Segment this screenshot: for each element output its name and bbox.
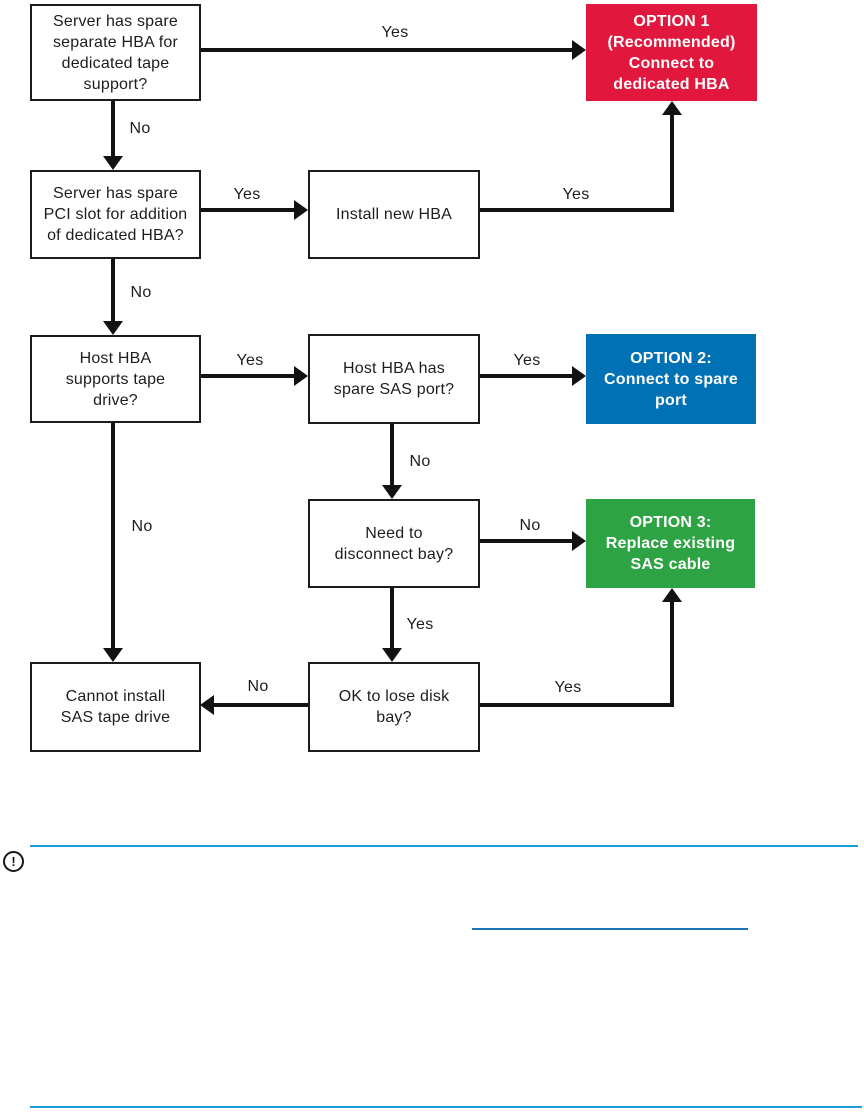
important-exclamation-circle-icon: ! bbox=[3, 851, 24, 872]
footer-divider bbox=[30, 1106, 862, 1108]
flow-node-ok-lose-disk-bay: OK to lose disk bay? bbox=[308, 662, 480, 752]
edge-label: Yes bbox=[554, 679, 582, 696]
edge-label: Yes bbox=[381, 24, 409, 41]
edge-line bbox=[480, 539, 572, 543]
edge-line bbox=[201, 374, 294, 378]
arrowhead-right-icon bbox=[572, 531, 586, 551]
edge-line bbox=[201, 208, 294, 212]
edge-label: No bbox=[247, 678, 269, 695]
exclamation-glyph: ! bbox=[11, 854, 16, 869]
edge-line bbox=[111, 101, 115, 156]
arrowhead-down-icon bbox=[103, 648, 123, 662]
flow-node-spare-dedicated-hba: Server has spare separate HBA for dedica… bbox=[30, 4, 201, 101]
edge-label: No bbox=[519, 517, 541, 534]
flow-node-cannot-install: Cannot install SAS tape drive bbox=[30, 662, 201, 752]
flow-node-spare-pci-slot: Server has spare PCI slot for addition o… bbox=[30, 170, 201, 259]
edge-line bbox=[111, 423, 115, 648]
arrowhead-down-icon bbox=[103, 321, 123, 335]
edge-line bbox=[480, 374, 572, 378]
flow-node-hba-spare-sas-port: Host HBA has spare SAS port? bbox=[308, 334, 480, 424]
arrowhead-down-icon bbox=[382, 485, 402, 499]
edge-label: Yes bbox=[562, 186, 590, 203]
edge-line bbox=[201, 48, 572, 52]
arrowhead-right-icon bbox=[294, 366, 308, 386]
section-divider bbox=[30, 845, 858, 847]
arrowhead-up-icon bbox=[662, 588, 682, 602]
edge-label: No bbox=[130, 284, 152, 301]
flow-node-need-disconnect-bay: Need to disconnect bay? bbox=[308, 499, 480, 588]
edge-line bbox=[480, 703, 674, 707]
arrowhead-right-icon bbox=[572, 40, 586, 60]
arrowhead-left-icon bbox=[200, 695, 214, 715]
edge-line bbox=[390, 588, 394, 648]
flow-node-hba-supports-tape: Host HBA supports tape drive? bbox=[30, 335, 201, 423]
edge-line bbox=[480, 208, 674, 212]
edge-label: Yes bbox=[406, 616, 434, 633]
arrowhead-down-icon bbox=[382, 648, 402, 662]
arrowhead-up-icon bbox=[662, 101, 682, 115]
edge-label: No bbox=[409, 453, 431, 470]
hyperlink-underline[interactable] bbox=[472, 928, 748, 930]
edge-line bbox=[670, 602, 674, 707]
edge-line bbox=[214, 703, 308, 707]
arrowhead-right-icon bbox=[294, 200, 308, 220]
arrowhead-down-icon bbox=[103, 156, 123, 170]
edge-line bbox=[670, 115, 674, 212]
edge-line bbox=[390, 424, 394, 485]
edge-line bbox=[111, 259, 115, 321]
edge-label: Yes bbox=[233, 186, 261, 203]
edge-label: No bbox=[131, 518, 153, 535]
flow-node-option-3: OPTION 3: Replace existing SAS cable bbox=[586, 499, 755, 588]
arrowhead-right-icon bbox=[572, 366, 586, 386]
flow-node-option-2: OPTION 2: Connect to spare port bbox=[586, 334, 756, 424]
edge-label: Yes bbox=[236, 352, 264, 369]
edge-label: Yes bbox=[513, 352, 541, 369]
flow-node-option-1: OPTION 1 (Recommended) Connect to dedica… bbox=[586, 4, 757, 101]
edge-label: No bbox=[129, 120, 151, 137]
flow-node-install-new-hba: Install new HBA bbox=[308, 170, 480, 259]
